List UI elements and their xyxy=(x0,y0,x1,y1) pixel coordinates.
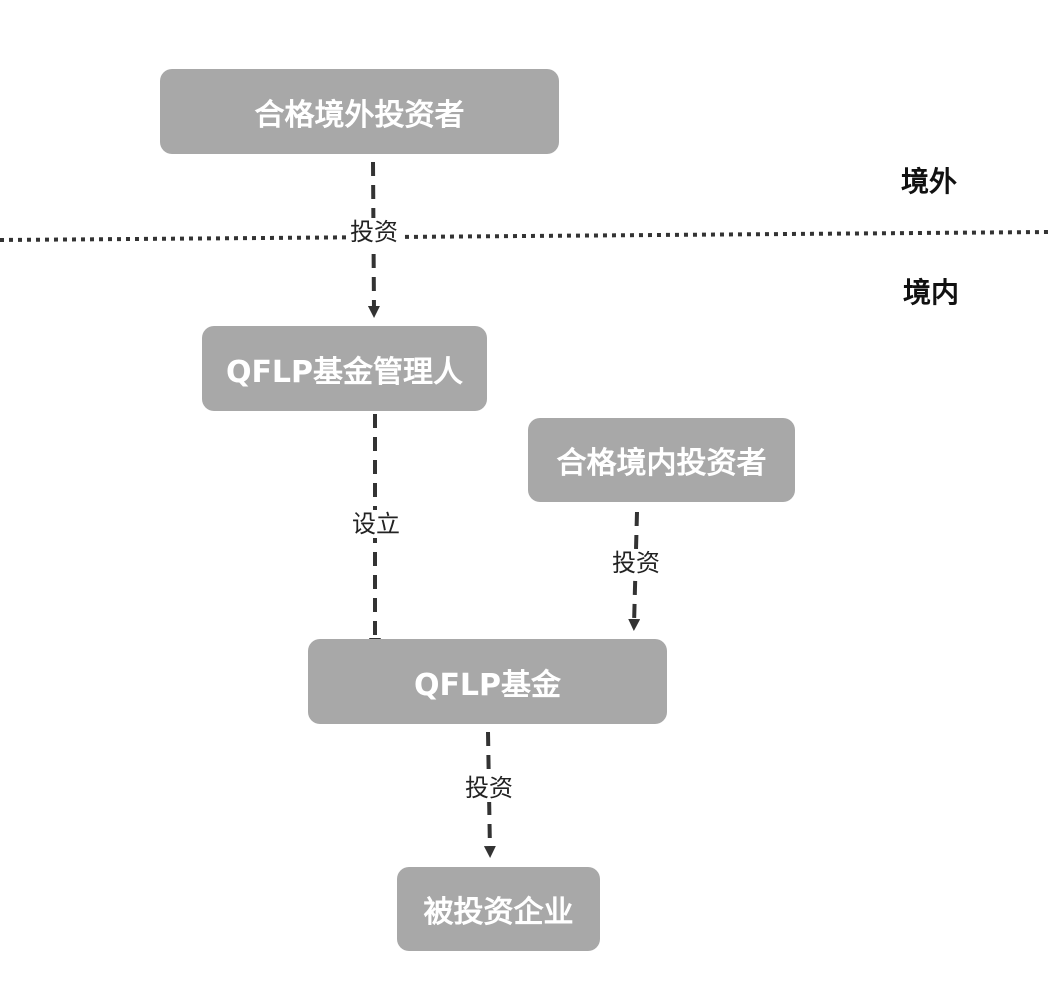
border-divider xyxy=(0,230,1050,242)
arrow-fund-to-company xyxy=(483,731,496,858)
node-qualified-foreign-investor: 合格境外投资者 xyxy=(160,69,559,154)
region-label-onshore: 境内 xyxy=(903,276,960,309)
node-qflp-fund: QFLP基金 xyxy=(308,639,667,724)
edge-label-foreign-to-manager: 投资 xyxy=(348,218,400,246)
region-label-offshore: 境外 xyxy=(901,165,958,198)
node-qualified-domestic-investor: 合格境内投资者 xyxy=(528,418,795,502)
edge-label-manager-to-fund: 设立 xyxy=(350,510,402,538)
node-investee-company: 被投资企业 xyxy=(397,867,600,951)
edge-label-fund-to-company: 投资 xyxy=(463,774,515,802)
node-qflp-manager: QFLP基金管理人 xyxy=(202,326,487,411)
edge-label-domestic-to-fund: 投资 xyxy=(610,549,662,577)
